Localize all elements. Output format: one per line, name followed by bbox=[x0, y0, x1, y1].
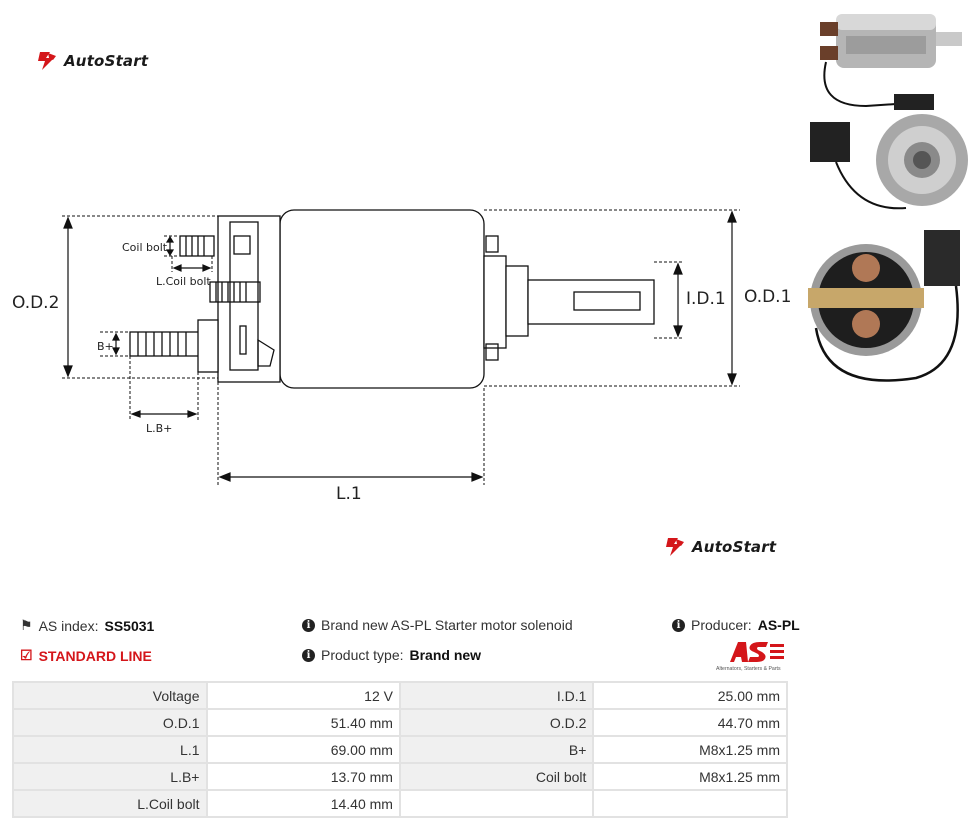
spec-value: 12 V bbox=[205, 681, 401, 710]
checkbox-icon: ☑ bbox=[20, 647, 33, 663]
table-row: L.1 69.00 mm B+ M8x1.25 mm bbox=[12, 735, 788, 764]
spec-key: O.D.2 bbox=[398, 708, 595, 737]
spec-table: Voltage 12 V I.D.1 25.00 mm O.D.1 51.40 … bbox=[12, 681, 788, 818]
table-row: Voltage 12 V I.D.1 25.00 mm bbox=[12, 681, 788, 710]
coil-bolt-label: Coil bolt bbox=[122, 241, 168, 254]
autostart-logo-icon bbox=[38, 52, 56, 70]
spec-key: I.D.1 bbox=[398, 681, 595, 710]
autostart-logo-top: AutoStart bbox=[36, 50, 148, 72]
producer-value: AS-PL bbox=[757, 617, 800, 633]
spec-key: O.D.1 bbox=[12, 708, 208, 737]
as-index-label: AS index: bbox=[38, 617, 99, 634]
od2-label: O.D.2 bbox=[12, 293, 59, 313]
spec-value: 51.40 mm bbox=[205, 708, 401, 737]
standard-line-label: STANDARD LINE bbox=[38, 647, 152, 664]
l-coil-bolt-label: L.Coil bolt bbox=[156, 275, 211, 288]
as-pl-logo: Alternators, Starters & Parts bbox=[716, 642, 784, 672]
tag-icon: ⚑ bbox=[20, 617, 33, 633]
spec-value: 44.70 mm bbox=[592, 708, 788, 737]
standard-line-badge: ☑ STANDARD LINE bbox=[20, 647, 152, 664]
l1-label: L.1 bbox=[336, 484, 362, 504]
spec-value: 25.00 mm bbox=[592, 681, 788, 710]
producer-label: Producer: bbox=[691, 617, 752, 633]
spec-value: M8x1.25 mm bbox=[592, 762, 788, 791]
producer: i Producer: AS-PL bbox=[672, 617, 800, 633]
autostart-logo-bottom: AutoStart bbox=[664, 536, 776, 558]
id1-label: I.D.1 bbox=[686, 289, 726, 309]
product-type-label: Product type: bbox=[321, 647, 404, 663]
od1-label: O.D.1 bbox=[744, 287, 791, 307]
info-icon: i bbox=[302, 648, 315, 662]
spec-key: L.1 bbox=[12, 735, 208, 764]
product-type-value: Brand new bbox=[409, 647, 482, 663]
solenoid-technical-drawing: O.D.2 O.D.1 I.D.1 L.1 Coil bolt L.Coil b… bbox=[12, 209, 791, 504]
product-photo-rear bbox=[808, 230, 960, 382]
brand-name: AutoStart bbox=[692, 538, 777, 556]
spec-key: Coil bolt bbox=[398, 762, 595, 791]
table-row: O.D.1 51.40 mm O.D.2 44.70 mm bbox=[12, 708, 788, 737]
spec-value: 13.70 mm bbox=[205, 762, 401, 791]
product-description: i Brand new AS-PL Starter motor solenoid bbox=[302, 617, 573, 633]
brand-name: AutoStart bbox=[64, 52, 149, 70]
product-photo-side bbox=[820, 14, 962, 110]
spec-value: M8x1.25 mm bbox=[592, 735, 788, 764]
info-icon: i bbox=[302, 618, 315, 632]
info-icon: i bbox=[672, 618, 685, 632]
spec-value: 69.00 mm bbox=[205, 735, 401, 764]
as-index: ⚑ AS index: SS5031 bbox=[20, 617, 154, 634]
spec-key: L.Coil bolt bbox=[12, 789, 208, 818]
lbplus-label: L.B+ bbox=[146, 422, 172, 435]
spec-key: Voltage bbox=[12, 681, 208, 710]
as-index-value: SS5031 bbox=[104, 617, 155, 634]
spec-key: L.B+ bbox=[12, 762, 208, 791]
spec-value-empty bbox=[592, 789, 788, 818]
spec-value: 14.40 mm bbox=[205, 789, 401, 818]
bplus-label: B+ bbox=[97, 340, 114, 353]
table-row: L.B+ 13.70 mm Coil bolt M8x1.25 mm bbox=[12, 762, 788, 791]
product-type: i Product type: Brand new bbox=[302, 647, 481, 663]
product-photo-front bbox=[810, 114, 968, 210]
description-text: Brand new AS-PL Starter motor solenoid bbox=[321, 617, 573, 633]
table-row: L.Coil bolt 14.40 mm bbox=[12, 789, 788, 818]
autostart-logo-icon bbox=[666, 538, 684, 556]
spec-key: B+ bbox=[398, 735, 595, 764]
spec-key-empty bbox=[398, 789, 595, 818]
as-pl-tagline: Alternators, Starters & Parts bbox=[716, 666, 781, 672]
